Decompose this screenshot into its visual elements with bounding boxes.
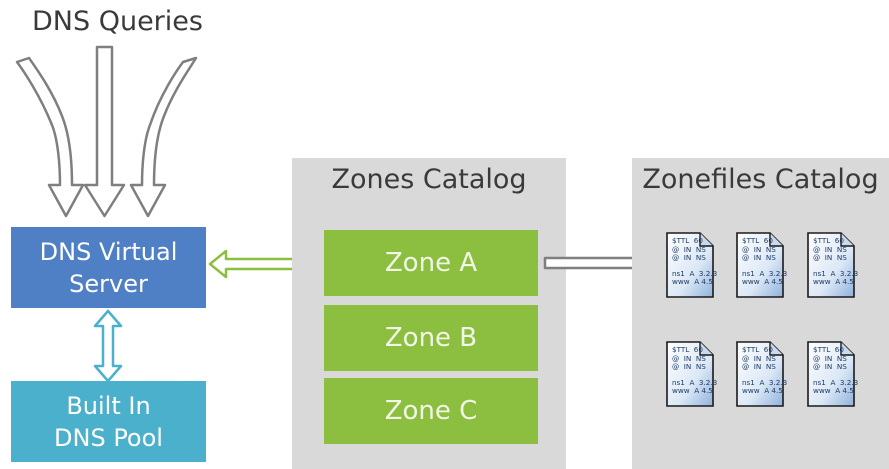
document-icon: [736, 341, 784, 407]
zonefile-line: @ IN NS: [742, 244, 776, 254]
zones-catalog-title: Zones Catalog: [331, 164, 527, 195]
dns-virtual-server-line1: DNS Virtual: [39, 237, 178, 266]
zonefile-line: $TTL 60: [742, 236, 773, 245]
zonefile-line: @ IN NS: [672, 353, 706, 363]
zonefile-line: $TTL 60: [813, 236, 844, 245]
dns-virtual-server-line2: Server: [69, 269, 148, 298]
zonefile-line: @ IN NS: [813, 362, 847, 372]
zonefile-line: @ IN NS: [742, 253, 776, 263]
zonefile-record: www A 4.5: [672, 386, 713, 396]
built-in-dns-pool: Built In DNS Pool: [11, 381, 206, 462]
zonefile-record: ns1 A 3.2.3: [813, 377, 859, 387]
zonefile-line: $TTL 60: [742, 345, 773, 354]
zonefile-record: ns1 A 3.2.3: [672, 377, 718, 387]
zonefile-line: @ IN NS: [672, 253, 706, 263]
document-icon: [807, 341, 855, 407]
zonefile-line: $TTL 60: [672, 345, 703, 354]
zonefile-record: ns1 A 3.2.3: [813, 268, 859, 278]
query-arrow-right: [129, 56, 198, 218]
zone-b: Zone B: [324, 305, 538, 371]
zonefile-line: @ IN NS: [813, 353, 847, 363]
zonefile-line: @ IN NS: [742, 362, 776, 372]
zonefile-line: @ IN NS: [672, 362, 706, 372]
dns-pool-line2: DNS Pool: [54, 423, 163, 452]
document-icon: [807, 232, 855, 298]
zonefiles-catalog-title: Zonefiles Catalog: [642, 164, 879, 195]
zonefile-line: $TTL 60: [813, 345, 844, 354]
zone-c: Zone C: [324, 378, 538, 444]
zonefile-line: @ IN NS: [742, 353, 776, 363]
zonefile-record: ns1 A 3.2.3: [742, 377, 788, 387]
zonefile-record: www A 4.5: [813, 386, 854, 396]
zonefile-line: $TTL 60: [672, 236, 703, 245]
zonefile-record: ns1 A 3.2.3: [742, 268, 788, 278]
zonefile-line: @ IN NS: [813, 253, 847, 263]
dns-virtual-server: DNS Virtual Server: [11, 227, 206, 308]
query-arrow-middle: [83, 45, 126, 218]
dns-queries-title: DNS Queries: [32, 6, 203, 37]
zonefile-record: www A 4.5: [672, 277, 713, 287]
zonefile-record: www A 4.5: [742, 277, 783, 287]
dns-pool-line1: Built In: [66, 391, 151, 420]
zonefile-line: @ IN NS: [672, 244, 706, 254]
zonefile-record: www A 4.5: [813, 277, 854, 287]
document-icon: [666, 341, 714, 407]
zonefile-line: @ IN NS: [813, 244, 847, 254]
document-icon: [666, 232, 714, 298]
zonefile-record: ns1 A 3.2.3: [672, 268, 718, 278]
document-icon: [736, 232, 784, 298]
query-arrow-left: [15, 56, 85, 218]
zone-a: Zone A: [324, 230, 538, 296]
zonefile-record: www A 4.5: [742, 386, 783, 396]
dns-query-arrows: [15, 45, 198, 218]
zonefiles-catalog: Zonefiles Catalog: [632, 158, 889, 469]
server-pool-arrow: [93, 309, 123, 383]
